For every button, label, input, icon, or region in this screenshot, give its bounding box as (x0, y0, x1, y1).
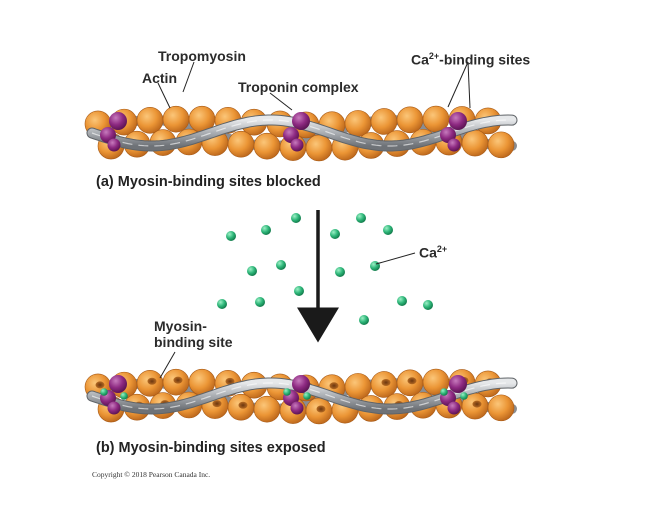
troponin-subunit (109, 375, 127, 393)
calcium-ion (383, 225, 393, 235)
myosin-binding-site-pit (472, 400, 482, 408)
myosin-binding-site-pit (173, 376, 183, 384)
troponin-complex (283, 375, 311, 415)
troponin-subunit (449, 112, 467, 130)
ion-sup: 2+ (436, 244, 448, 254)
ca-sites-sup: 2+ (428, 51, 440, 61)
troponin-subunit (290, 138, 304, 152)
actin-monomer (344, 373, 372, 400)
calcium-ion (330, 229, 340, 239)
troponin-subunit (107, 401, 121, 415)
calcium-ion (356, 213, 366, 223)
calcium-ion (370, 261, 380, 271)
myosin-binding-site-pit (147, 377, 157, 385)
myosin-binding-site-pit (316, 405, 326, 413)
troponin-complex (100, 375, 128, 415)
myosin-line1: Myosin- (154, 318, 207, 334)
thin-filament-exposed (84, 368, 518, 425)
calcium-ion (226, 231, 236, 241)
troponin-subunit (292, 375, 310, 393)
ca-sites-suffix: -binding sites (439, 51, 531, 68)
label-actin: Actin (142, 70, 177, 86)
troponin-subunit (449, 375, 467, 393)
bound-calcium-ion (120, 392, 128, 400)
troponin-subunit (109, 112, 127, 130)
troponin-subunit (292, 112, 310, 130)
myosin-binding-site-pit (381, 378, 391, 386)
actin-monomer (305, 134, 333, 162)
bound-calcium-ion (283, 388, 291, 396)
myosin-binding-site-pit (238, 401, 248, 409)
myosin-binding-site-pit (407, 377, 417, 385)
myosin-binding-site-pit (95, 381, 105, 389)
actin-monomer (344, 110, 372, 137)
caption-a: (a) Myosin-binding sites blocked (96, 174, 321, 190)
calcium-ion (359, 315, 369, 325)
actin-monomer (487, 394, 515, 422)
troponin-complex (440, 375, 468, 415)
free-calcium-ions (217, 213, 433, 325)
troponin-subunit (290, 401, 304, 415)
actin-monomer (227, 130, 255, 158)
actin-monomer (461, 129, 489, 157)
bound-calcium-ion (440, 388, 448, 396)
label-myosin-binding-site: Myosin-binding site (154, 318, 233, 350)
calcium-ion (397, 296, 407, 306)
troponin-complex (440, 112, 467, 152)
calcium-ion (423, 300, 433, 310)
calcium-ion (247, 266, 257, 276)
caption-b: (b) Myosin-binding sites exposed (96, 440, 326, 456)
ion-prefix: Ca (419, 244, 437, 261)
leader-lines-b (159, 252, 416, 379)
actin-monomer (162, 105, 190, 133)
troponin-subunit (447, 138, 461, 152)
bound-calcium-ion (460, 392, 468, 400)
troponin-complex (283, 112, 310, 152)
actin-monomer (253, 395, 281, 423)
calcium-ion (335, 267, 345, 277)
troponin-subunit (447, 401, 461, 415)
calcium-ion (217, 299, 227, 309)
actin-monomer (253, 132, 281, 160)
leader-lines-a (157, 61, 471, 111)
label-calcium-ion: Ca2+ (419, 241, 447, 261)
myosin-binding-site-pit (212, 400, 222, 408)
thin-filament-blocked (84, 105, 518, 162)
myosin-line2: binding site (154, 334, 233, 350)
copyright-notice: Copyright © 2018 Pearson Canada Inc. (92, 470, 211, 479)
calcium-ion (294, 286, 304, 296)
actin-monomer (396, 106, 424, 134)
myosin-binding-site-pit (225, 377, 235, 385)
actin-monomer (370, 108, 398, 135)
ca-sites-prefix: Ca (411, 51, 429, 68)
calcium-ion (291, 213, 301, 223)
calcium-ion (261, 225, 271, 235)
bound-calcium-ion (303, 392, 311, 400)
myosin-binding-site-pit (329, 382, 339, 390)
calcium-ion (255, 297, 265, 307)
actin-monomer (487, 131, 515, 159)
label-tropomyosin: Tropomyosin (158, 48, 246, 64)
label-ca-binding-sites: Ca2+-binding sites (411, 48, 530, 68)
actin-monomer (136, 106, 164, 134)
calcium-ion (276, 260, 286, 270)
label-troponin-complex: Troponin complex (238, 79, 359, 95)
troponin-complex (100, 112, 127, 152)
troponin-subunit (107, 138, 121, 152)
bound-calcium-ion (100, 388, 108, 396)
